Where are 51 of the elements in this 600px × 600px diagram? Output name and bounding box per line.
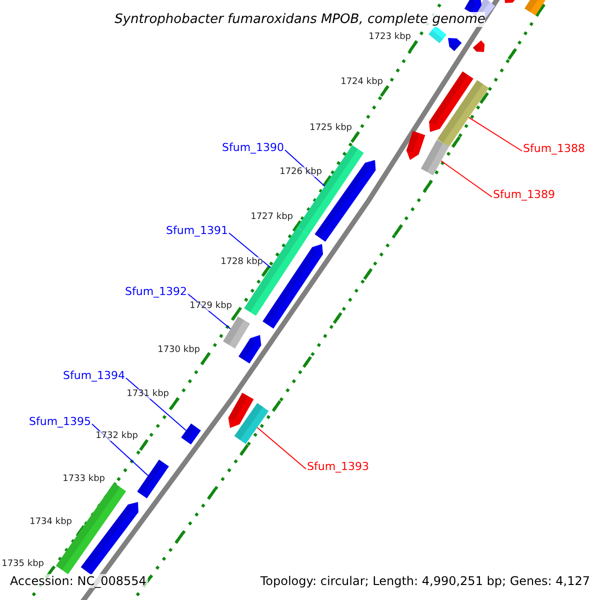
scale-label: 1729 kbp (190, 301, 232, 311)
leader-line (284, 150, 326, 187)
gene-bar (56, 482, 126, 574)
info-text: Accession: NC_008554 (8, 574, 148, 588)
gene-block (80, 502, 138, 575)
gene-bar (437, 80, 489, 147)
scale-label: 1732 kbp (96, 431, 138, 441)
scale-label: 1725 kbp (310, 123, 352, 133)
scale-label: 1723 kbp (368, 32, 411, 42)
scale-label: 1726 kbp (280, 167, 322, 177)
gene-label: Sfum_1392 (125, 285, 188, 298)
leader-line (188, 294, 231, 330)
gene-block (448, 38, 462, 52)
leader-line (228, 232, 272, 268)
gene-bar (420, 140, 450, 176)
scale-label: 1730 kbp (158, 345, 200, 355)
leader-line (126, 378, 187, 432)
gene-block (429, 71, 474, 132)
gene-bar (428, 26, 446, 44)
gene-bar (137, 460, 169, 498)
gene-label: Sfum_1389 (493, 188, 556, 201)
scale-label: 1735 kbp (2, 559, 44, 569)
leader-line (256, 427, 306, 470)
gene-label: Sfum_1390 (222, 141, 284, 154)
scale-label: 1724 kbp (340, 77, 383, 87)
gene-label: Sfum_1395 (29, 415, 92, 428)
gene-bar (234, 403, 269, 444)
gene-block (228, 392, 254, 428)
leader-line (468, 116, 522, 152)
gene-label: Sfum_1393 (307, 460, 370, 473)
scale-label: 1733 kbp (62, 474, 105, 484)
gene-block (472, 40, 485, 52)
scale-label: 1731 kbp (126, 389, 169, 399)
leader-line (440, 160, 492, 198)
gene-bar (524, 0, 546, 16)
gene-block (238, 335, 262, 364)
gene-bar (181, 424, 201, 444)
leader-line (92, 424, 149, 476)
gene-block (406, 130, 426, 160)
title: Syntrophobacter fumaroxidans MPOB, complete genome (114, 12, 486, 27)
scale-label: 1728 kbp (220, 257, 263, 267)
scale-label: 1727 kbp (250, 212, 293, 222)
gene-bar (223, 316, 250, 349)
info-text: Topology: circular; Length: 4,990,251 bp; Genes: 4,127 (258, 574, 592, 588)
gene-label: Sfum_1391 (166, 224, 228, 237)
gene-block (504, 0, 516, 3)
gene-block (262, 244, 323, 329)
gene-bar (244, 227, 309, 316)
gene-label: Sfum_1394 (63, 369, 126, 382)
gene-label: Sfum_1388 (523, 142, 586, 155)
scale-label: 1734 kbp (30, 517, 72, 527)
